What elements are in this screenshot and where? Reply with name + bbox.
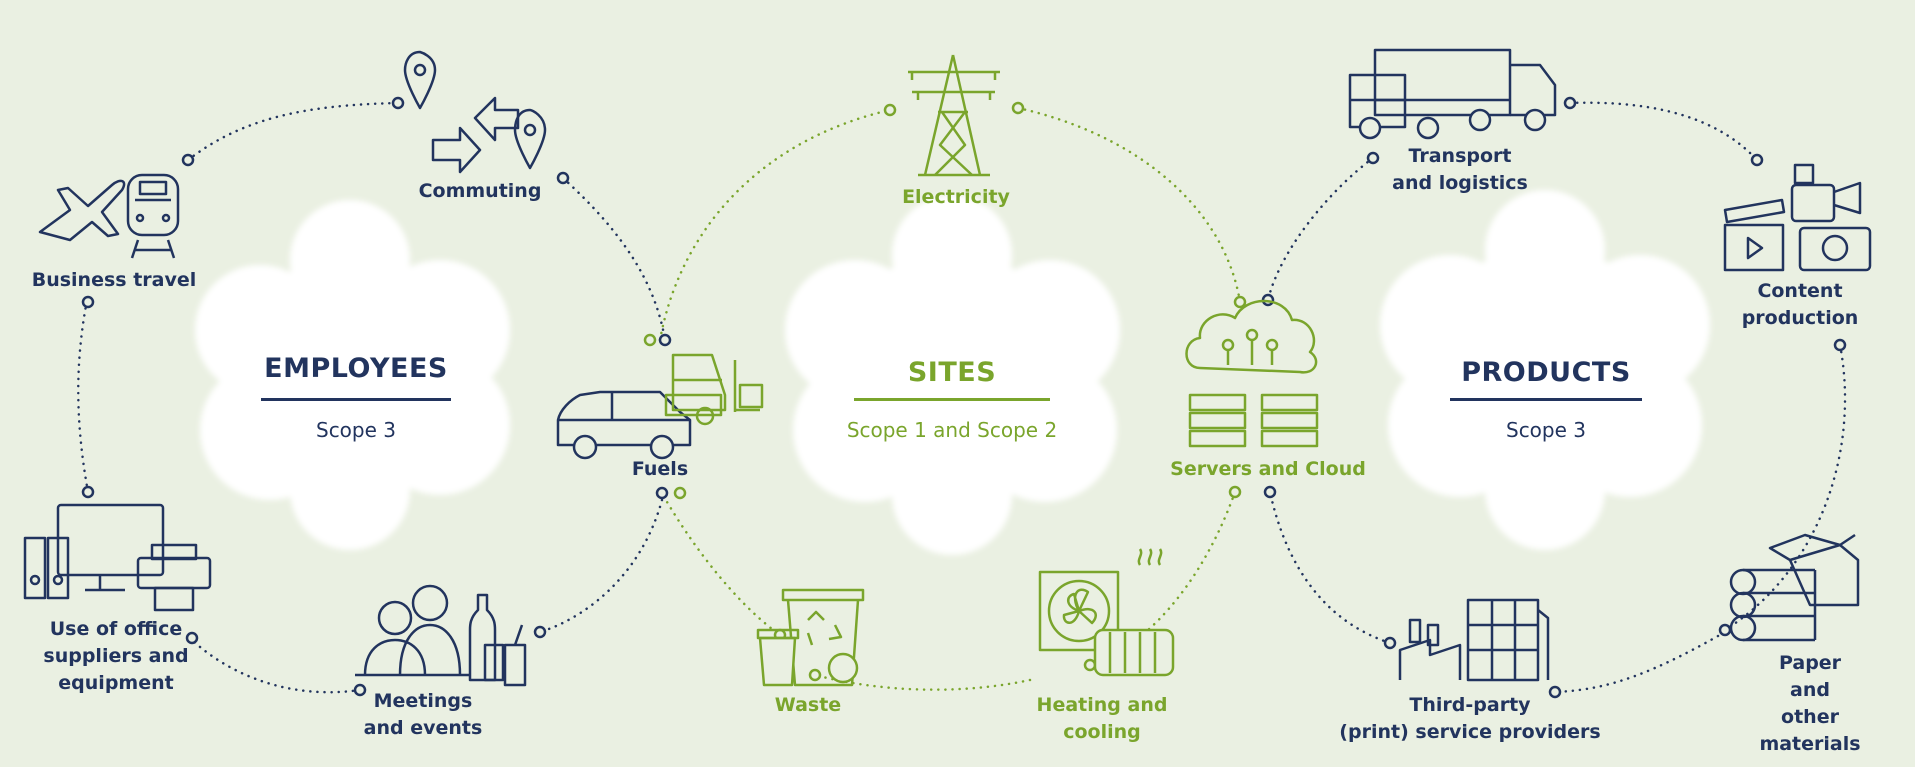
waste-label: Waste xyxy=(774,694,842,716)
products-loop xyxy=(1266,101,1847,694)
fan-radiator-icon xyxy=(1038,548,1175,677)
products-scope: Scope 3 xyxy=(1505,418,1587,442)
employees-loop xyxy=(77,101,667,694)
commuting-label: Commuting xyxy=(418,180,542,202)
servers-label: Servers and Cloud xyxy=(1170,458,1366,480)
meetings-label: Meetings and events xyxy=(363,690,483,739)
map-pins-arrows-icon xyxy=(403,50,547,174)
employees-title: EMPLOYEES xyxy=(264,353,448,384)
third-party-label: Third-party (print) service providers xyxy=(1339,694,1601,743)
cloud-products xyxy=(1380,190,1710,550)
content-label: Content production xyxy=(1741,280,1859,329)
power-pylon-icon xyxy=(908,54,1000,177)
sites-underline xyxy=(854,398,1050,401)
truck-icon xyxy=(1348,48,1557,140)
employees-underline xyxy=(261,398,451,401)
products-underline xyxy=(1450,398,1642,401)
products-title: PRODUCTS xyxy=(1461,357,1631,388)
cloud-sites xyxy=(785,195,1120,555)
transport-label: Transport and logistics xyxy=(1392,145,1528,194)
cloud-servers-icon xyxy=(1185,299,1319,448)
sites-title: SITES xyxy=(907,357,997,388)
sites-loop xyxy=(658,106,1242,691)
car-forklift-icon xyxy=(556,390,692,460)
forklift-icon xyxy=(664,353,764,426)
fuels-label: Fuels xyxy=(631,458,689,480)
paper-rolls-box-icon xyxy=(1729,533,1860,642)
office-equipment-icon xyxy=(23,503,212,612)
paper-label: Paper and other materials xyxy=(1759,652,1861,755)
electricity-label: Electricity xyxy=(902,186,1010,208)
office-label: Use of office suppliers and equipment xyxy=(43,618,189,694)
plane-train-icon xyxy=(38,173,180,259)
factory-icon xyxy=(1398,598,1550,682)
cloud-employees xyxy=(195,200,510,550)
sites-scope: Scope 1 and Scope 2 xyxy=(846,418,1058,442)
people-drinks-icon xyxy=(355,584,527,687)
camera-clapper-icon xyxy=(1723,163,1872,272)
heating-label: Heating and cooling xyxy=(1036,694,1168,743)
business-travel-label: Business travel xyxy=(31,269,197,291)
recycling-bin-icon xyxy=(756,588,865,687)
employees-scope: Scope 3 xyxy=(315,418,397,442)
